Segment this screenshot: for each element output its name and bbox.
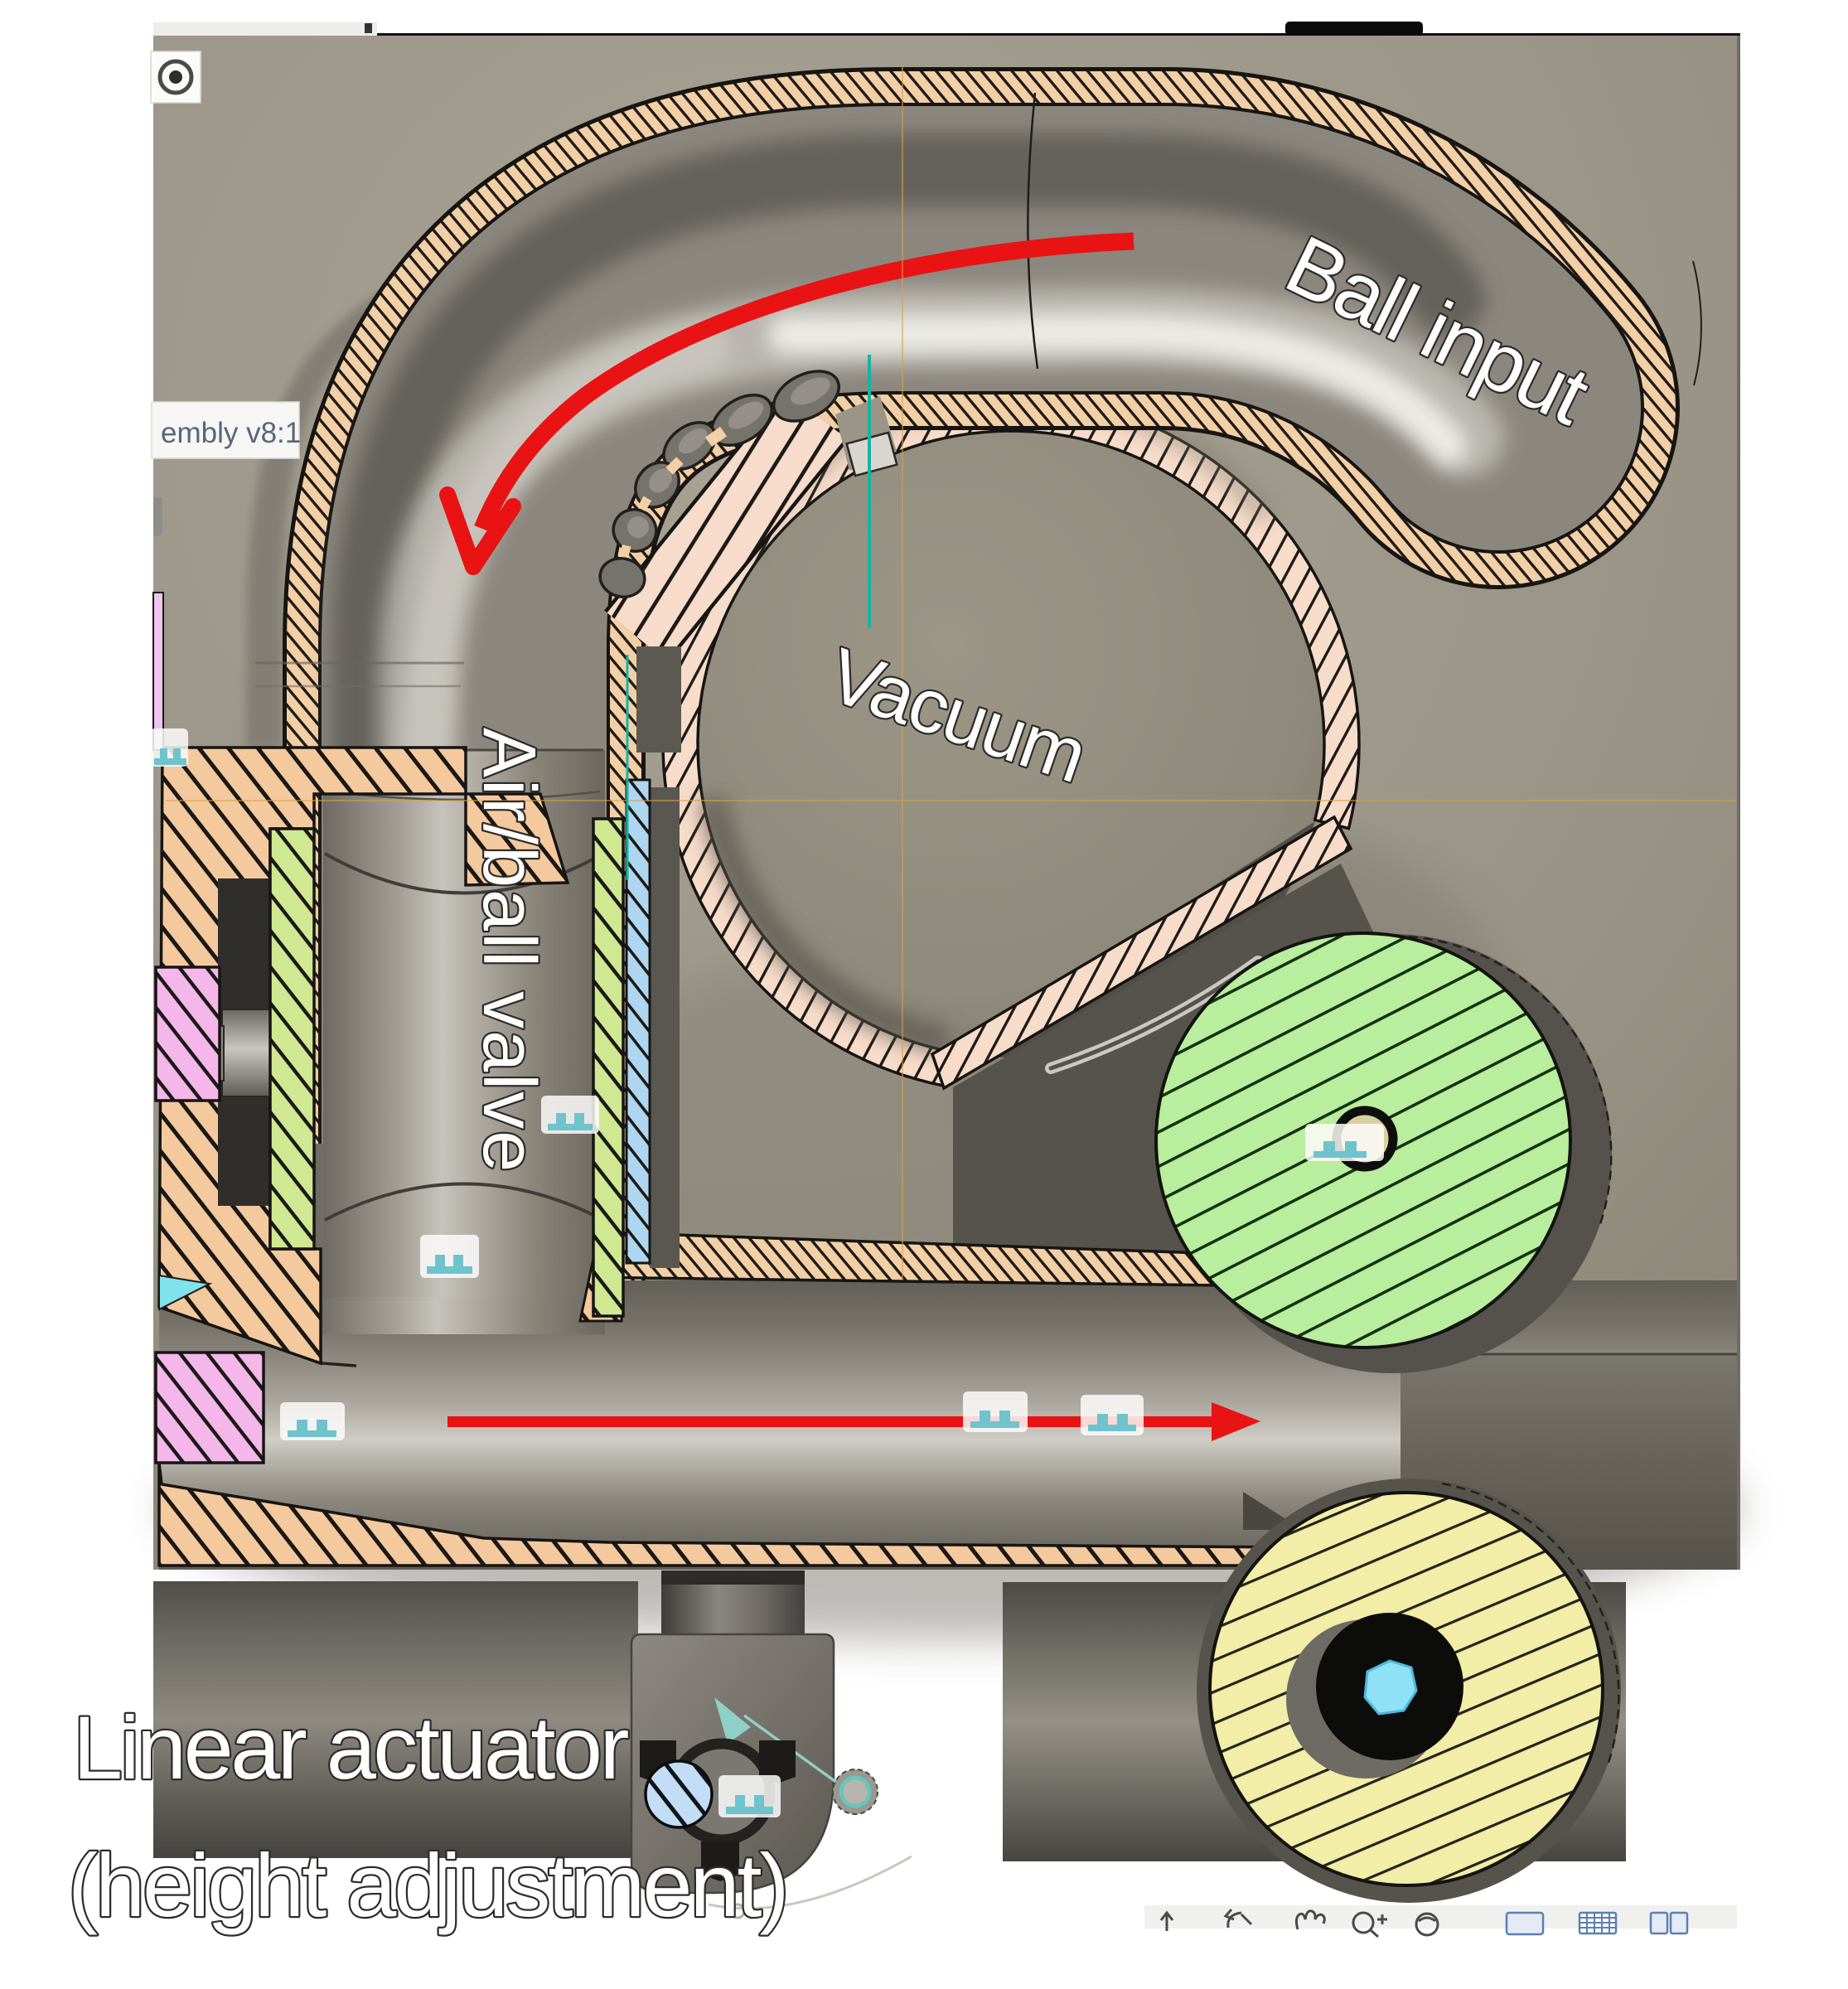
svg-text:embly v8:1: embly v8:1 [161,417,301,449]
svg-text:Linear actuator: Linear actuator [73,1697,628,1798]
svg-text:Air/ball valve: Air/ball valve [467,728,550,1174]
svg-text:(height adjustment): (height adjustment) [68,1835,787,1935]
